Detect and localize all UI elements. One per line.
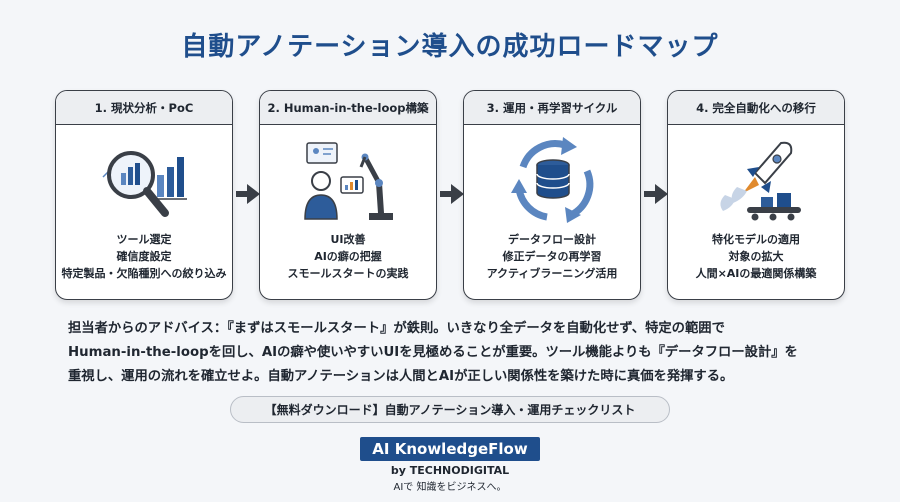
arrow-right-icon <box>236 184 260 204</box>
step-card-1: 1. 現状分析・PoC ツール選定 確信度設定 特定製品・欠陥種別への絞り込み <box>55 90 233 300</box>
step-line: AIの癖の把握 <box>314 250 382 263</box>
step-line: 確信度設定 <box>116 250 172 263</box>
step-card-2: 2. Human-in-the-loop構築 UI改善 AIの癖の把握 スモール… <box>259 90 437 300</box>
step-line: 対象の拡大 <box>728 250 784 263</box>
brand-byline: by TECHNODIGITAL <box>390 464 510 477</box>
advice-text: 担当者からのアドバイス：『まずはスモールスタート』が鉄則。いきなり全データを自動… <box>68 317 838 389</box>
step-line: 特化モデルの適用 <box>712 233 800 246</box>
roadmap-steps: 1. 現状分析・PoC ツール選定 確信度設定 特定製品・欠陥種別への絞り込み … <box>55 90 845 300</box>
step-heading: 2. Human-in-the-loop構築 <box>260 91 436 125</box>
step-lines: UI改善 AIの癖の把握 スモールスタートの実践 <box>260 231 436 282</box>
step-line: 人間×AIの最適関係構築 <box>695 267 817 280</box>
step-line: UI改善 <box>330 233 366 246</box>
step-lines: 特化モデルの適用 対象の拡大 人間×AIの最適関係構築 <box>668 231 844 282</box>
arrow-right-icon <box>644 184 668 204</box>
download-checklist-button[interactable]: 【無料ダウンロード】自動アノテーション導入・運用チェックリスト <box>230 396 670 423</box>
brand-logo: AI KnowledgeFlow <box>360 437 540 461</box>
step-heading: 1. 現状分析・PoC <box>56 91 232 125</box>
advice-line: Human-in-the-loopを回し、AIの癖や使いやすいUIを見極めること… <box>68 345 798 360</box>
human-robot-icon <box>304 142 393 220</box>
step-heading: 4. 完全自動化への移行 <box>668 91 844 125</box>
database-cycle-icon <box>511 137 594 223</box>
step-line: スモールスタートの実践 <box>287 267 409 280</box>
magnifier-chart-icon <box>102 151 187 217</box>
rocket-conveyor-icon <box>720 141 801 221</box>
step-lines: ツール選定 確信度設定 特定製品・欠陥種別への絞り込み <box>56 231 232 282</box>
advice-line: 重視し、運用の流れを確立せよ。自動アノテーションは人間とAIが正しい関係性を築け… <box>68 369 734 384</box>
advice-line: 担当者からのアドバイス：『まずはスモールスタート』が鉄則。いきなり全データを自動… <box>68 321 725 336</box>
page-title: 自動アノテーション導入の成功ロードマップ <box>181 32 719 62</box>
step-card-4: 4. 完全自動化への移行 特化モデルの適用 対象の拡大 人間×AIの最適関係構築 <box>667 90 845 300</box>
brand-tagline: AIで 知識をビジネスへ。 <box>393 482 507 493</box>
step-card-3: 3. 運用・再学習サイクル データフロー設計 修正データの再学習 アクティブラー… <box>463 90 641 300</box>
brand-footer: AI KnowledgeFlow by TECHNODIGITAL AIで 知識… <box>0 437 900 493</box>
step-line: 修正データの再学習 <box>502 250 602 263</box>
step-line: ツール選定 <box>116 233 172 246</box>
step-line: 特定製品・欠陥種別への絞り込み <box>61 267 227 280</box>
step-line: アクティブラーニング活用 <box>486 267 618 280</box>
step-line: データフロー設計 <box>508 233 596 246</box>
arrow-right-icon <box>440 184 464 204</box>
step-lines: データフロー設計 修正データの再学習 アクティブラーニング活用 <box>464 231 640 282</box>
step-heading: 3. 運用・再学習サイクル <box>464 91 640 125</box>
